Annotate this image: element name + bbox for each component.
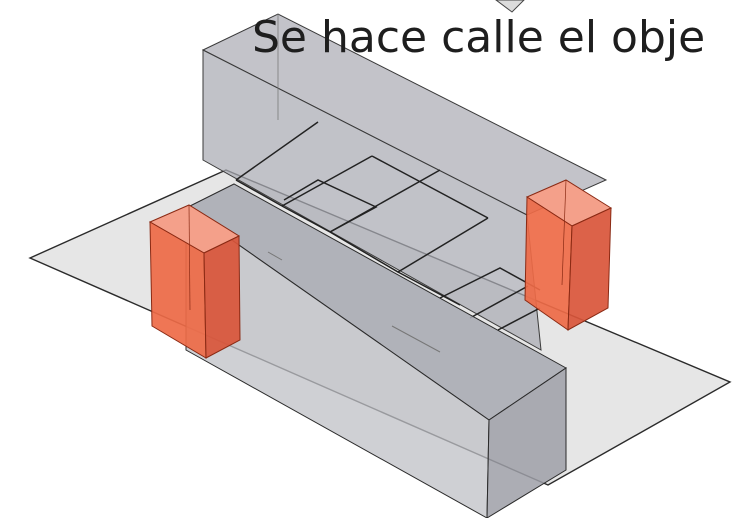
back-long-block	[201, 13, 608, 351]
front-long-block	[185, 183, 567, 518]
left-red-tower	[148, 204, 241, 359]
top-edge-fragment	[495, 0, 525, 13]
diagram-caption: Se hace calle el obje	[252, 12, 706, 63]
right-red-tower	[524, 179, 613, 331]
